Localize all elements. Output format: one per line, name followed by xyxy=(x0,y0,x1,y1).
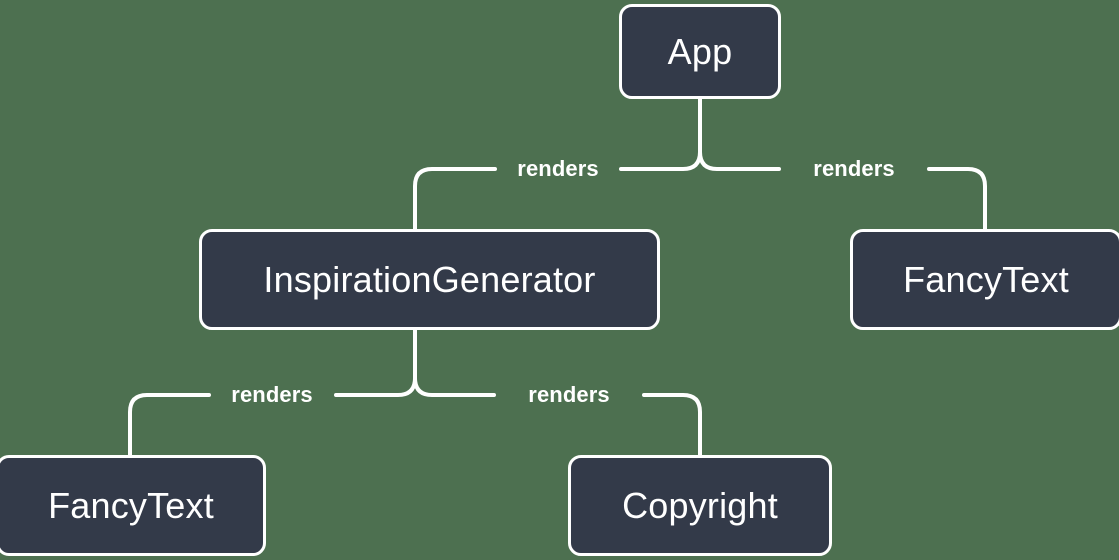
edge-app-to-fancytext-right xyxy=(927,167,987,231)
edge-label-renders: renders xyxy=(517,156,599,181)
edge-inspirationgenerator-to-fancytext-bottom xyxy=(128,393,211,457)
node-inspirationgenerator[interactable]: InspirationGenerator xyxy=(199,229,660,330)
edge-label-renders: renders xyxy=(231,382,313,407)
edge-app-to-inspirationgenerator xyxy=(619,150,702,171)
edge-app-to-fancytext-right xyxy=(698,150,781,171)
edge-label-renders: renders xyxy=(813,156,895,181)
node-fancytext-bottom[interactable]: FancyText xyxy=(0,455,266,556)
node-label: App xyxy=(667,30,733,72)
node-app[interactable]: App xyxy=(619,4,781,99)
node-label: FancyText xyxy=(903,258,1069,300)
edge-inspirationgenerator-to-copyright xyxy=(642,393,702,457)
node-label: FancyText xyxy=(48,484,214,526)
edge-label-renders: renders xyxy=(528,382,610,407)
node-fancytext-right[interactable]: FancyText xyxy=(850,229,1119,330)
edge-app-to-inspirationgenerator xyxy=(413,167,497,231)
node-label: InspirationGenerator xyxy=(263,258,596,300)
edge-inspirationgenerator-to-fancytext-bottom xyxy=(334,376,417,397)
node-copyright[interactable]: Copyright xyxy=(568,455,832,556)
edge-inspirationgenerator-to-copyright xyxy=(413,376,496,397)
node-label: Copyright xyxy=(622,484,778,526)
